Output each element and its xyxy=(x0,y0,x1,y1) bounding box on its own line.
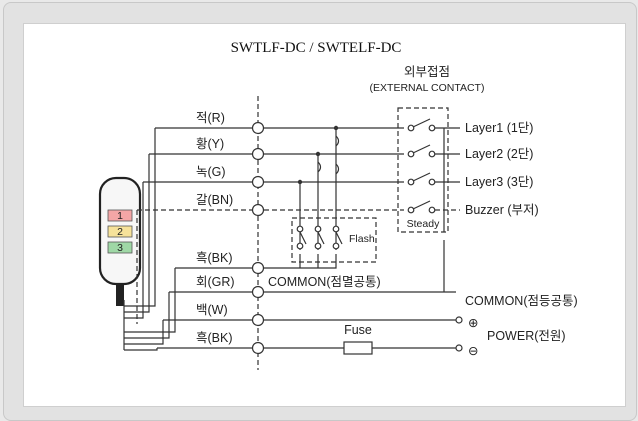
flash-label: Flash xyxy=(349,233,375,245)
power-minus-terminal xyxy=(455,344,463,352)
wire-bundle xyxy=(123,127,258,351)
wire-label-black-2: 흑(BK) xyxy=(196,331,233,345)
common-flash-label: COMMON(점멸공통) xyxy=(268,275,381,289)
lamp-tier-3-label: 3 xyxy=(117,242,123,254)
fuse-symbol xyxy=(343,341,373,355)
lamp-cable xyxy=(116,284,124,306)
output-label-layer3: Layer3 (3단) xyxy=(465,175,533,189)
wire-label-black: 흑(BK) xyxy=(196,251,233,265)
external-contact-en-label: (EXTERNAL CONTACT) xyxy=(370,82,485,94)
lamp-tier-2-label: 2 xyxy=(117,226,123,238)
flash-box xyxy=(291,217,377,263)
power-plus-terminal xyxy=(455,316,463,324)
common-steady-label: COMMON(점등공통) xyxy=(465,294,578,308)
layer-lines xyxy=(264,125,404,269)
output-label-buzzer: Buzzer (부저) xyxy=(465,203,539,217)
flash-switches xyxy=(296,225,343,250)
plus-sign: ⊕ xyxy=(468,316,478,330)
tower-lamp: 1 2 3 xyxy=(98,176,142,306)
minus-sign: ⊖ xyxy=(468,344,478,358)
lamp-tier-2 xyxy=(107,225,133,238)
wire-label-white: 백(W) xyxy=(196,303,228,317)
steady-label: Steady xyxy=(407,218,440,230)
terminal-block xyxy=(251,121,265,355)
steady-box xyxy=(397,107,449,233)
output-label-layer2: Layer2 (2단) xyxy=(465,147,533,161)
steady-switches xyxy=(407,118,460,292)
wire-label-brown: 갈(BN) xyxy=(196,193,233,207)
lamp-tier-1 xyxy=(107,209,133,222)
fuse-label: Fuse xyxy=(344,323,372,337)
lamp-tier-1-label: 1 xyxy=(117,210,123,222)
wire-label-yellow: 황(Y) xyxy=(196,137,224,151)
wire-label-red: 적(R) xyxy=(196,111,225,125)
diagram-title: SWTLF-DC / SWTELF-DC xyxy=(231,40,402,56)
wire-label-gray: 회(GR) xyxy=(196,275,235,289)
output-label-layer1: Layer1 (1단) xyxy=(465,121,533,135)
external-contact-label: 외부접점 xyxy=(404,65,450,79)
power-label: POWER(전원) xyxy=(487,329,566,343)
wire-label-green: 녹(G) xyxy=(196,165,226,179)
lamp-tier-3 xyxy=(107,241,133,254)
